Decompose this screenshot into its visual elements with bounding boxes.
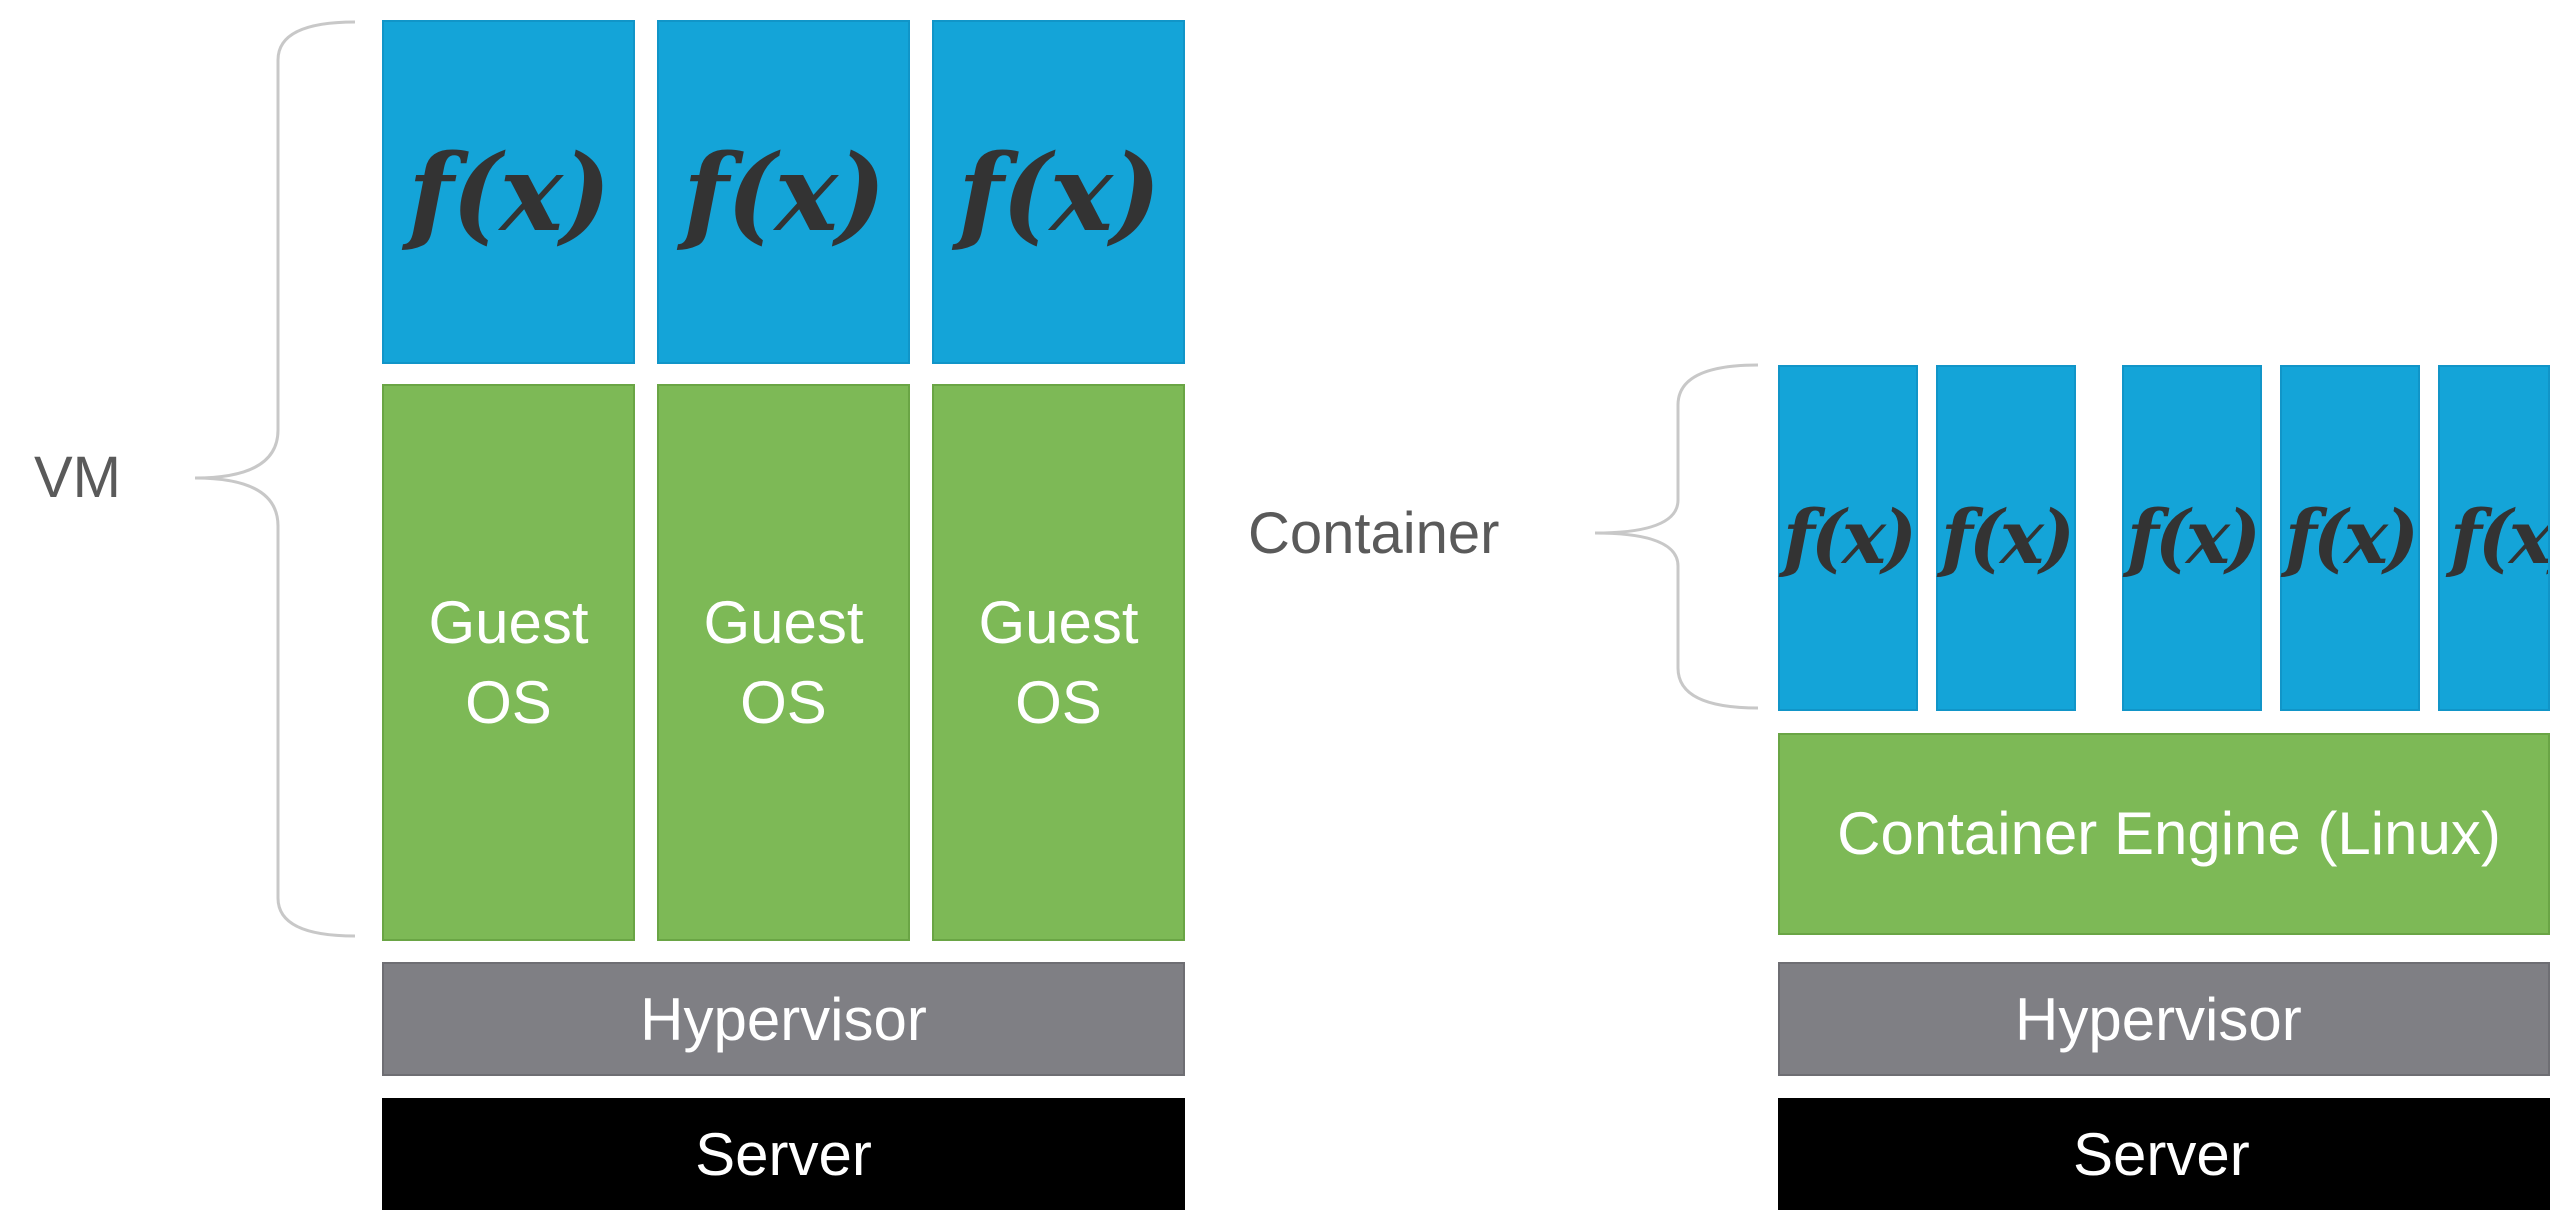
container-server-box: Server (1778, 1098, 2550, 1210)
vm-function-box: f(x) (657, 20, 910, 364)
container-function-box: f(x) (2122, 365, 2262, 711)
server-label: Server (2073, 1120, 2250, 1188)
container-engine-box: Container Engine (Linux) (1778, 733, 2550, 935)
vm-server-box: Server (382, 1098, 1185, 1210)
function-icon: f(x) (1783, 495, 1917, 581)
container-function-box: f(x) (1936, 365, 2076, 711)
function-icon: f(x) (407, 129, 611, 255)
guest-os-label: Guest OS (978, 588, 1139, 736)
container-function-box: f(x) (2438, 365, 2550, 711)
container-engine-label: Container Engine (Linux) (1837, 800, 2501, 867)
function-icon: f(x) (957, 129, 1161, 255)
function-icon: f(x) (2285, 495, 2419, 581)
guest-os-box: Guest OS (657, 384, 910, 941)
function-icon: f(x) (2127, 495, 2261, 581)
function-icon: f(x) (1941, 495, 2075, 581)
guest-os-label: Guest OS (703, 588, 864, 736)
guest-os-box: Guest OS (382, 384, 635, 941)
vm-brace (194, 20, 356, 938)
function-icon: f(x) (682, 129, 886, 255)
guest-os-label: Guest OS (428, 588, 589, 736)
hypervisor-label: Hypervisor (2015, 985, 2302, 1053)
vm-hypervisor-box: Hypervisor (382, 962, 1185, 1076)
guest-os-box: Guest OS (932, 384, 1185, 941)
vm-function-box: f(x) (932, 20, 1185, 364)
container-label: Container (1248, 501, 1500, 566)
container-function-box: f(x) (1778, 365, 1918, 711)
function-icon: f(x) (2450, 495, 2549, 581)
hypervisor-label: Hypervisor (640, 985, 927, 1053)
server-label: Server (695, 1120, 872, 1188)
vm-label: VM (34, 445, 121, 510)
container-hypervisor-box: Hypervisor (1778, 962, 2550, 1076)
container-brace (1594, 363, 1759, 710)
vm-function-box: f(x) (382, 20, 635, 364)
container-function-box: f(x) (2280, 365, 2420, 711)
